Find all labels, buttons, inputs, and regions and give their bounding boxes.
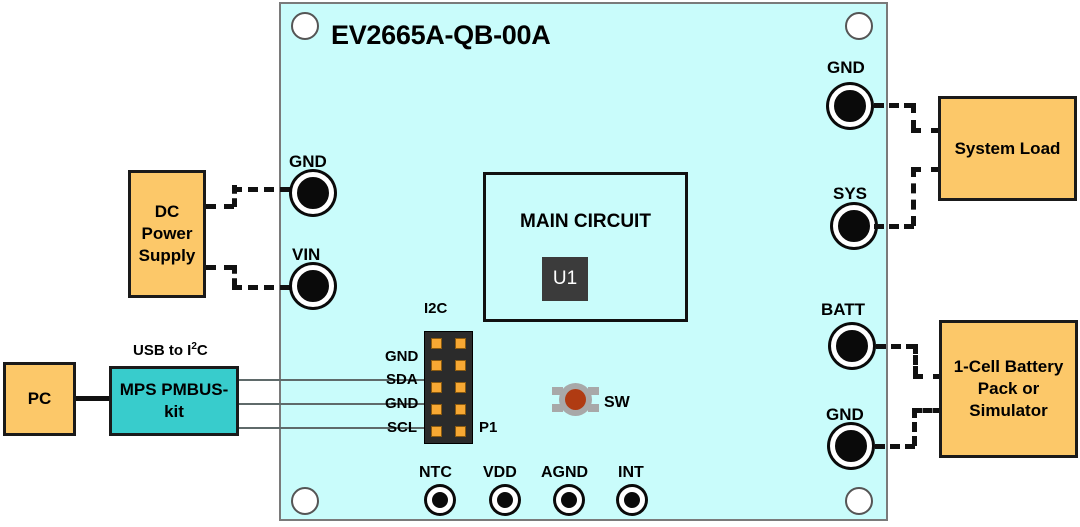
header-pin[interactable] (454, 359, 466, 371)
header-pin[interactable] (431, 426, 443, 438)
test-point-label-gnd-sys: GND (827, 58, 865, 77)
usb-to-i2c-superscript: 2 (191, 341, 197, 352)
header-pin-label-gnd-1: GND (385, 348, 419, 365)
usb-to-i2c-label: USB to I2C (133, 341, 208, 359)
header-pin[interactable] (431, 381, 443, 393)
dashed-sysload-sys-seg3 (911, 167, 941, 172)
i2c-header-connector[interactable] (424, 331, 473, 444)
wire-scl (239, 427, 425, 429)
test-point-label-gnd-left: GND (289, 152, 327, 171)
header-pin[interactable] (454, 426, 466, 438)
dc-power-supply-block: DC Power Supply (128, 170, 206, 298)
dashed-sysload-gnd-seg1 (874, 103, 914, 108)
battery-pack-block: 1-Cell Battery Pack or Simulator (939, 320, 1078, 458)
dashed-sysload-gnd-seg3 (911, 128, 941, 133)
test-point-label-vin: VIN (292, 245, 321, 264)
test-point-ntc[interactable] (427, 487, 453, 513)
test-point-label-agnd: AGND (541, 464, 589, 481)
u1-chip: U1 (542, 257, 588, 301)
test-point-label-int: INT (618, 464, 644, 481)
test-point-label-vdd: VDD (483, 464, 517, 481)
sw-tab-left-top (552, 387, 563, 395)
pmbus-kit-label: MPS PMBUS-kit (119, 380, 229, 421)
sw-tab-right-bottom (588, 404, 599, 412)
dashed-batt-seg3 (913, 374, 943, 379)
test-point-label-sys: SYS (833, 184, 868, 203)
dashed-dc-gnd-seg2 (232, 185, 237, 207)
test-point-gnd-batt[interactable] (830, 425, 872, 467)
board-part-number: EV2665A-QB-00A (331, 20, 551, 50)
header-pin-label-scl: SCL (387, 419, 417, 436)
header-pin-label-sda: SDA (386, 371, 418, 388)
main-circuit-label: MAIN CIRCUIT (520, 211, 651, 232)
mounting-hole-top-right (845, 12, 873, 40)
usb-to-i2c-tail: C (196, 342, 208, 359)
test-point-label-gnd-batt: GND (826, 405, 864, 424)
test-point-vin[interactable] (292, 265, 334, 307)
dashed-dc-gnd-seg3 (232, 187, 290, 192)
dashed-batt-gnd-seg3 (912, 408, 943, 413)
usb-to-i2c-text: USB to I (133, 342, 192, 359)
sw-tab-left-bottom (552, 404, 563, 412)
header-pin[interactable] (454, 337, 466, 349)
sw-push-button[interactable] (552, 383, 599, 419)
test-point-agnd[interactable] (556, 487, 582, 513)
test-point-label-batt: BATT (821, 300, 866, 319)
header-refdes-p1: P1 (479, 419, 498, 436)
header-pin[interactable] (431, 404, 443, 416)
i2c-header-name: I2C (424, 300, 448, 317)
mounting-hole-top-left (291, 12, 319, 40)
sw-tab-right-top (588, 387, 599, 395)
test-point-batt[interactable] (831, 325, 873, 367)
pc-label: PC (27, 389, 52, 409)
dashed-batt-seg1 (876, 344, 916, 349)
header-pin[interactable] (454, 381, 466, 393)
header-pin[interactable] (431, 337, 443, 349)
test-point-int[interactable] (619, 487, 645, 513)
dc-power-supply-label: DC Power Supply (138, 202, 196, 265)
wire-pc-to-pmbus (76, 396, 110, 401)
sw-label: SW (604, 394, 630, 411)
system-load-label: System Load (954, 138, 1061, 158)
test-point-vdd[interactable] (492, 487, 518, 513)
pmbus-kit-block: MPS PMBUS-kit (109, 366, 239, 436)
system-load-block: System Load (938, 96, 1077, 201)
dashed-batt-seg2 (913, 344, 918, 376)
header-pin[interactable] (454, 404, 466, 416)
header-pin[interactable] (431, 359, 443, 371)
dashed-dc-vin-seg1 (206, 265, 234, 270)
dashed-sysload-gnd-seg2 (911, 103, 916, 130)
dashed-batt-gnd-seg2 (912, 408, 917, 446)
wire-gnd (239, 403, 425, 405)
test-point-label-ntc: NTC (419, 464, 452, 481)
dashed-sysload-sys-seg1 (874, 224, 914, 229)
pc-block: PC (3, 362, 76, 436)
mounting-hole-bottom-left (291, 487, 319, 515)
battery-pack-label: 1-Cell Battery Pack or Simulator (953, 357, 1064, 420)
main-circuit-block: MAIN CIRCUIT U1 (483, 172, 688, 322)
dashed-dc-gnd-seg1 (206, 204, 234, 209)
dashed-sysload-sys-seg2 (911, 167, 916, 226)
dashed-dc-vin-seg2 (232, 265, 237, 287)
dashed-dc-vin-seg3 (232, 285, 290, 290)
header-pin-label-gnd-2: GND (385, 395, 419, 412)
test-point-sys[interactable] (833, 205, 875, 247)
test-point-gnd-left[interactable] (292, 172, 334, 214)
test-point-gnd-sys[interactable] (829, 85, 871, 127)
dashed-batt-gnd-seg1 (875, 444, 915, 449)
mounting-hole-bottom-right (845, 487, 873, 515)
sw-actuator[interactable] (565, 389, 586, 410)
wire-sda (239, 379, 425, 381)
